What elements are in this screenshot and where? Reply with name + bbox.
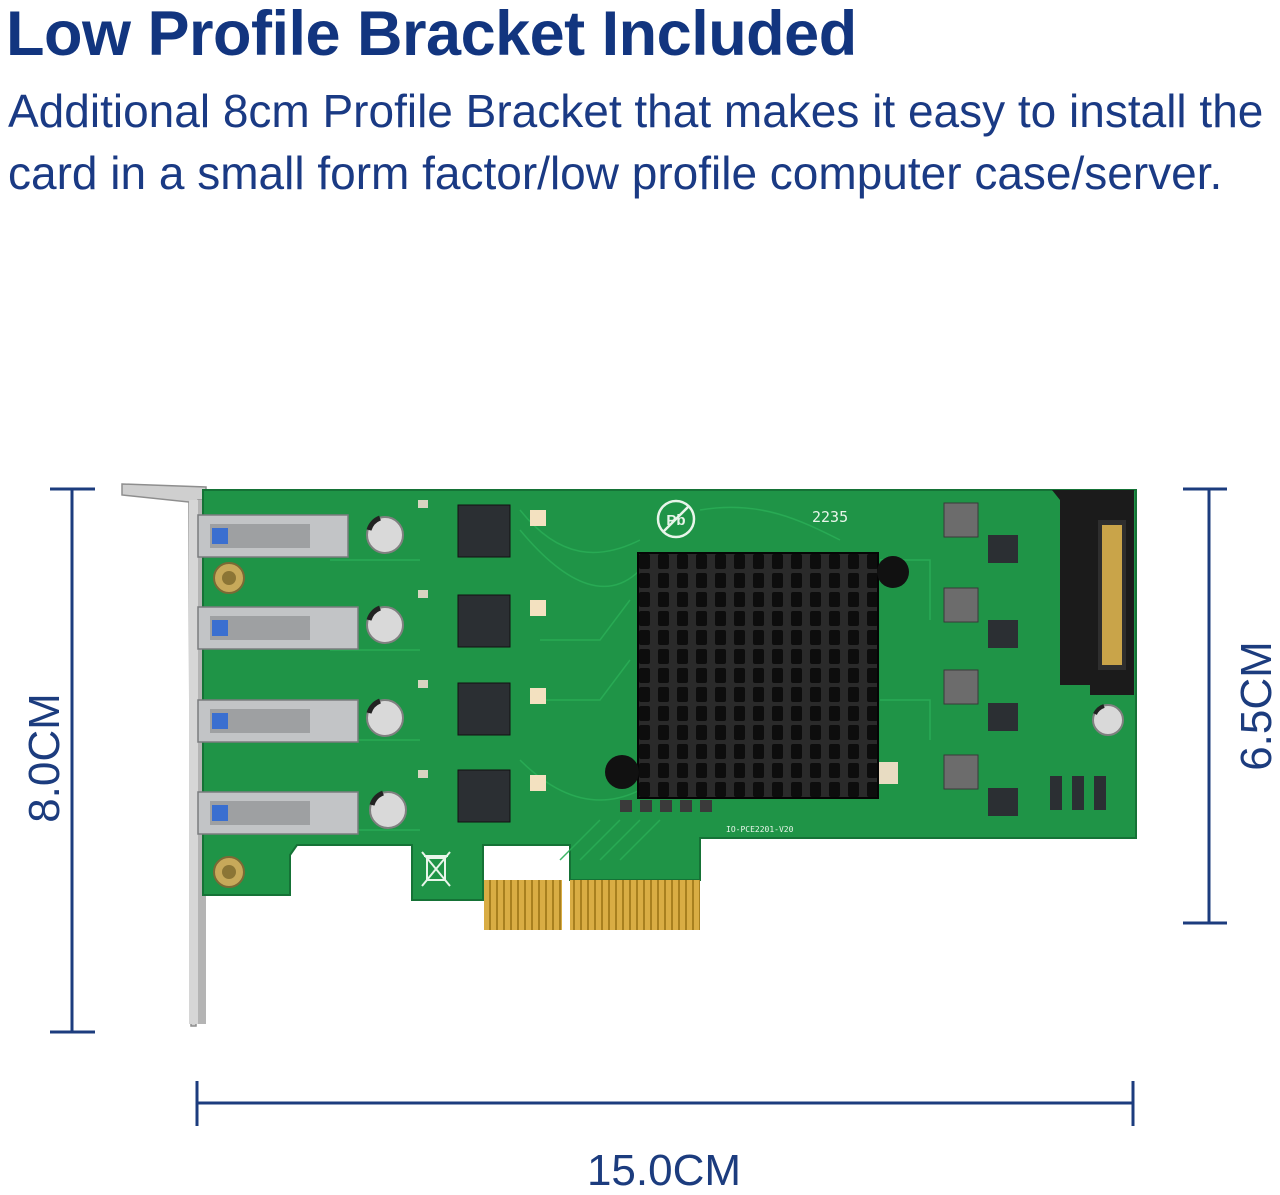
capacitor <box>366 515 1124 829</box>
low-profile-bracket <box>121 483 207 1027</box>
page-title: Low Profile Bracket Included <box>6 0 857 69</box>
gold-fingers-small <box>484 880 562 930</box>
pcb-height-dimension-label: 6.5CM <box>1232 641 1280 771</box>
model-text: IO-PCE2201-V20 <box>726 825 794 834</box>
recycle-bin-icon <box>421 851 451 887</box>
heatsink <box>605 552 909 799</box>
lead-free-icon: Pb <box>656 499 696 539</box>
sata-power-connector-icon <box>1052 490 1134 695</box>
svg-text:Pb: Pb <box>666 512 685 529</box>
gold-fingers-large <box>570 880 700 930</box>
length-dimension-label: 15.0CM <box>586 1146 742 1195</box>
smd-components <box>418 500 898 812</box>
description-text: Additional 8cm Profile Bracket that make… <box>8 85 1264 199</box>
height-dimension-label: 8.0CM <box>20 693 69 823</box>
usb-port-icon <box>197 514 359 835</box>
hub-chip <box>457 504 511 823</box>
date-code-text: 2235 <box>812 508 848 526</box>
power-inductors <box>943 502 1106 816</box>
mounting-screw <box>213 562 245 888</box>
dimension-lines <box>50 487 1227 1126</box>
